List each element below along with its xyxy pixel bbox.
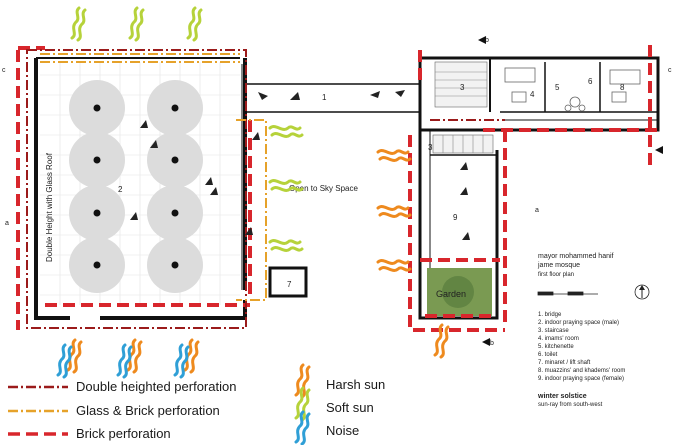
- section-mark: c: [2, 67, 6, 74]
- column-circles: [69, 80, 203, 293]
- legend-perforations: Double heighted perforation Glass & Bric…: [8, 379, 236, 441]
- plan-title-line2: jame mosque: [537, 262, 580, 269]
- season-subtitle: sun-ray from south-west: [538, 402, 603, 408]
- soft-sun-icons-side: [268, 125, 304, 252]
- legend-label: Harsh sun: [326, 377, 385, 392]
- column: [147, 132, 203, 188]
- harsh-sun-icons: [376, 149, 450, 359]
- room-number: 5: [555, 83, 560, 92]
- room-number: 4: [530, 90, 535, 99]
- section-mark: a: [5, 220, 9, 227]
- key-item: 6. toilet: [538, 352, 558, 358]
- section-mark: c: [668, 67, 672, 74]
- room-number: 8: [620, 83, 625, 92]
- legend-label: Soft sun: [326, 400, 374, 415]
- key-item: 2. indoor praying space (male): [538, 320, 619, 326]
- column: [69, 80, 125, 136]
- double-height-label: Double Height with Glass Roof: [45, 152, 54, 262]
- key-item: 1. bridge: [538, 312, 562, 318]
- key-item: 5. kitchenette: [538, 344, 574, 350]
- open-sky-label: Open to Sky Space: [289, 184, 358, 193]
- room-numbers: 1 2 3 3 4 5 6 7 8 9: [118, 77, 625, 289]
- brick-perforation-lines: [16, 45, 660, 332]
- north-arrow-icon: [634, 284, 650, 300]
- plan-title-line3: first floor plan: [538, 272, 574, 278]
- legend-label: Noise: [326, 423, 359, 438]
- room-number: 9: [453, 213, 458, 222]
- legend-environment: Harsh sun Soft sun Noise: [294, 363, 385, 445]
- plan-title-line1: mayor mohammed hanif: [538, 253, 614, 260]
- double-height-perforation-lines: [26, 49, 505, 329]
- column: [69, 237, 125, 293]
- room-number: 3: [428, 143, 433, 152]
- column: [147, 185, 203, 241]
- season-title: winter solstice: [537, 393, 587, 400]
- room-number: 6: [588, 77, 593, 86]
- scale-bar: [537, 291, 598, 296]
- legend-label: Glass & Brick perforation: [76, 403, 220, 418]
- room-key: 1. bridge 2. indoor praying space (male)…: [538, 312, 625, 382]
- key-item: 3. staircase: [538, 328, 569, 334]
- column: [147, 237, 203, 293]
- column: [69, 185, 125, 241]
- legend-label: Brick perforation: [76, 426, 171, 441]
- legend-label: Double heighted perforation: [76, 379, 236, 394]
- noise-icons: [56, 338, 200, 379]
- soft-sun-icons-top: [70, 6, 203, 42]
- room-number: 7: [287, 280, 292, 289]
- arrows: [130, 90, 470, 240]
- section-mark: b: [490, 340, 494, 347]
- key-item: 9. indoor praying space (female): [538, 376, 624, 382]
- key-item: 8. muazzins' and khadems' room: [538, 368, 625, 374]
- garden-label: Garden: [436, 289, 466, 299]
- glass-brick-perforation-lines: [40, 53, 267, 301]
- key-item: 4. imams' room: [538, 336, 579, 342]
- section-mark: a: [535, 207, 539, 214]
- staircases: [432, 61, 494, 154]
- room-number: 1: [322, 93, 327, 102]
- column: [147, 80, 203, 136]
- column: [69, 132, 125, 188]
- section-marks: a a b b c c: [2, 36, 672, 347]
- room-fixtures: [504, 67, 641, 112]
- section-mark: b: [485, 37, 489, 44]
- key-item: 7. minaret / lift shaft: [538, 360, 591, 366]
- room-number: 2: [118, 185, 123, 194]
- room-number: 3: [460, 83, 465, 92]
